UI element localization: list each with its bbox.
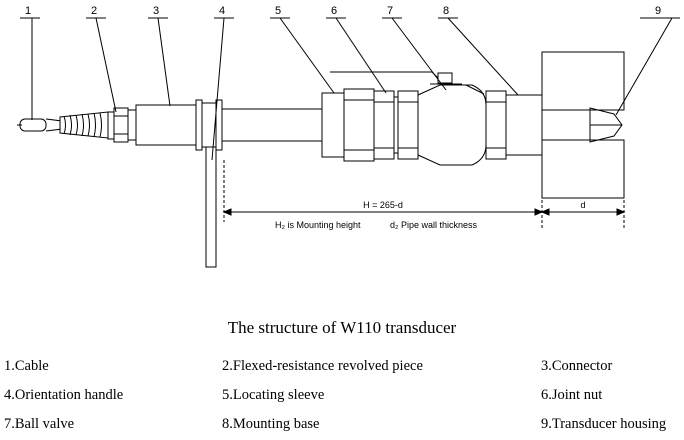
callout-5: 5: [275, 5, 281, 17]
leader-lines: [20, 17, 680, 161]
legend-item-ball-valve: 7.Ball valve: [4, 416, 75, 432]
mounting-height-note: H₂ is Mounting height: [275, 220, 361, 230]
dimension-d-label: d: [580, 200, 585, 210]
callout-7: 7: [387, 5, 393, 17]
legend-item-mounting-base: 8.Mounting base: [222, 416, 320, 432]
flexed-resistance-revolved-piece: [59, 107, 129, 143]
callout-numbers: 1 2 3 4 5 6 7 8 9: [25, 5, 661, 17]
joint-nut: [373, 90, 419, 160]
cable: [17, 118, 63, 132]
orientation-handle: [195, 99, 223, 268]
legend-item-orientation-handle: 4.Orientation handle: [4, 387, 124, 403]
connector: [127, 104, 197, 146]
legend-item-transducer-housing: 9.Transducer housing: [541, 416, 667, 432]
wall-thickness-note: d₂ Pipe wall thickness: [390, 220, 478, 230]
figure-caption: The structure of W110 transducer: [227, 318, 457, 337]
dimension-lines: [222, 160, 626, 230]
probe-tube: [221, 108, 323, 142]
dimension-h-label: H = 265-d: [363, 200, 403, 210]
legend-item-flexed-resistance: 2.Flexed-resistance revolved piece: [222, 358, 423, 374]
legend-item-joint-nut: 6.Joint nut: [541, 387, 603, 403]
locating-sleeve: [321, 88, 375, 162]
callout-3: 3: [153, 5, 159, 17]
transducer-housing: [541, 107, 623, 143]
legend-item-connector: 3.Connector: [541, 358, 613, 374]
callout-6: 6: [331, 5, 337, 17]
callout-8: 8: [443, 5, 449, 17]
callout-4: 4: [219, 5, 225, 17]
transducer-structure-diagram: 1 2 3 4 5 6 7 8 9 H = 265-d d H₂ is Moun…: [17, 5, 680, 268]
legend-item-cable: 1.Cable: [4, 358, 49, 374]
pipe-wall: [541, 51, 625, 199]
callout-9: 9: [655, 5, 661, 17]
legend-item-locating-sleeve: 5.Locating sleeve: [222, 387, 325, 403]
mounting-base: [485, 90, 543, 160]
callout-1: 1: [25, 5, 31, 17]
callout-2: 2: [91, 5, 97, 17]
